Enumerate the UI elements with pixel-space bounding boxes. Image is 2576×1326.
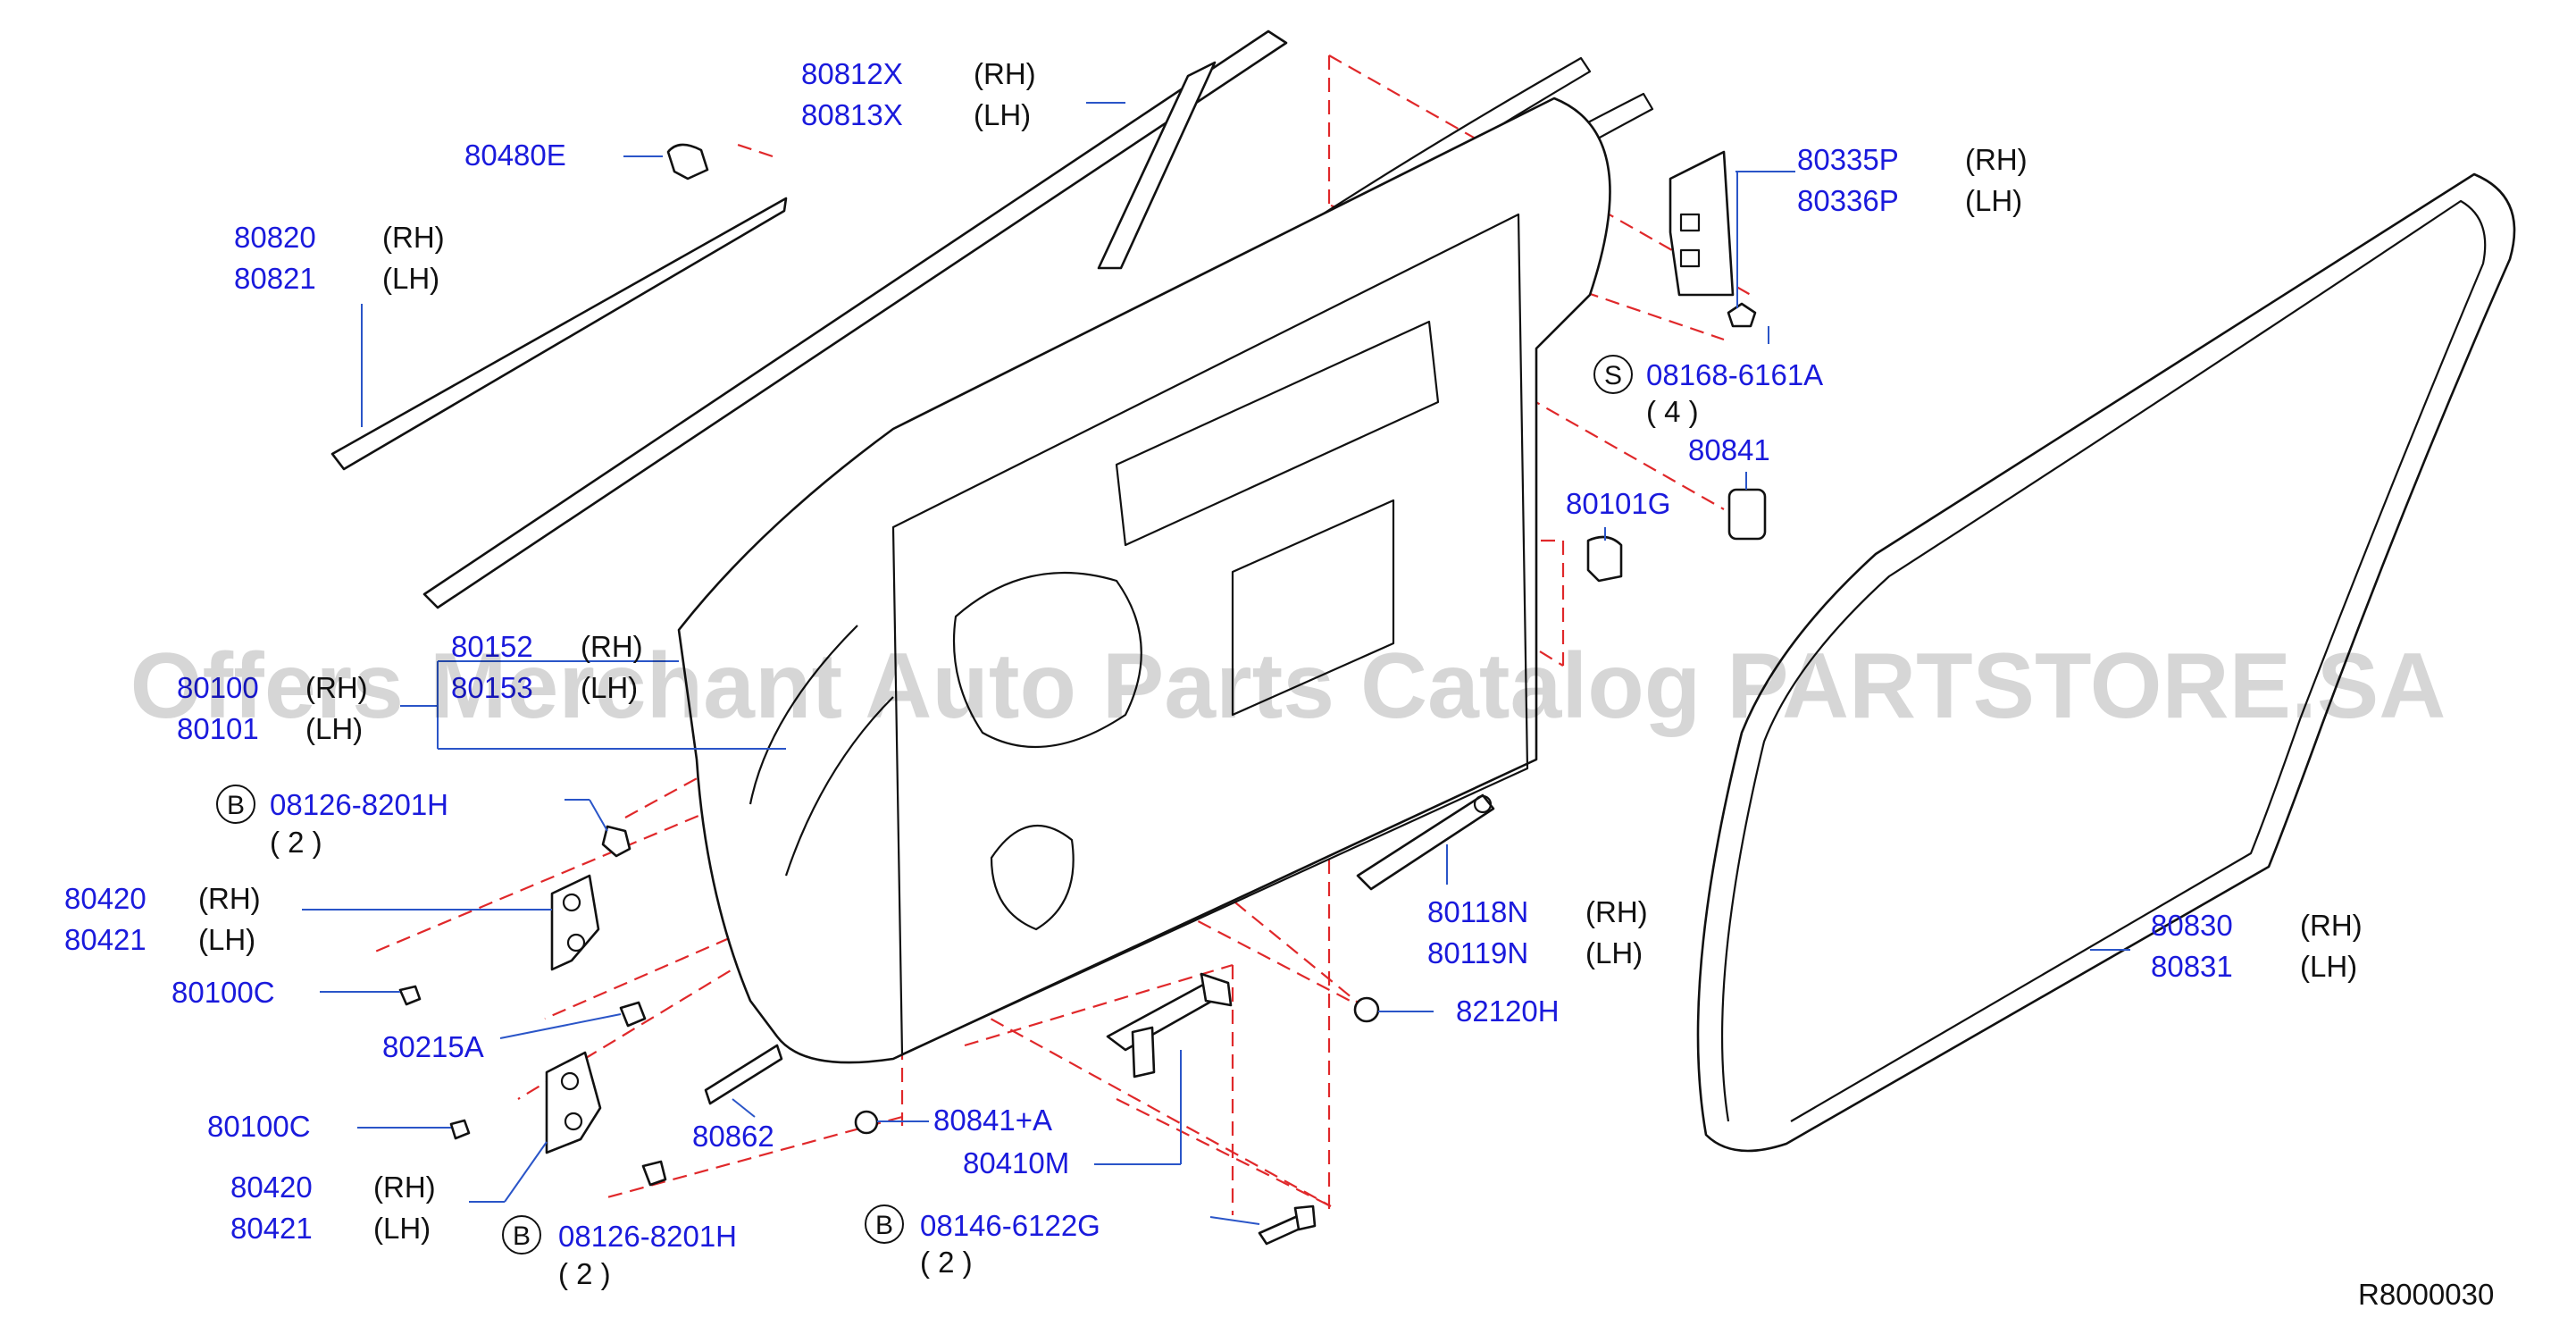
part-number-80820[interactable]: 80820: [234, 221, 316, 254]
part-number-80100C-lower[interactable]: 80100C: [207, 1110, 311, 1143]
part-number-08126-8201H-lower[interactable]: 08126-8201H: [558, 1220, 737, 1253]
door-weatherstrip: [1696, 172, 2516, 1153]
side-80420-lower: (RH): [373, 1171, 436, 1204]
part-number-80335P[interactable]: 80335P: [1797, 143, 1899, 176]
part-number-80831[interactable]: 80831: [2151, 950, 2233, 983]
badge-circle-b-2: [502, 1215, 541, 1255]
part-number-80421-lower[interactable]: 80421: [230, 1212, 313, 1245]
side-80813X: (LH): [974, 98, 1031, 131]
part-number-80421-upper[interactable]: 80421: [64, 923, 146, 956]
part-number-08126-8201H-upper[interactable]: 08126-8201H: [270, 788, 448, 821]
part-number-80101G[interactable]: 80101G: [1566, 487, 1670, 520]
side-80335P: (RH): [1965, 143, 2028, 176]
side-80421-upper: (LH): [198, 923, 255, 956]
part-number-08146-6122G[interactable]: 08146-6122G: [920, 1209, 1100, 1242]
part-number-82120H[interactable]: 82120H: [1456, 994, 1560, 1028]
hinge-upper: [550, 874, 600, 971]
door-outer-moulding: [330, 197, 788, 471]
part-number-80480E[interactable]: 80480E: [464, 138, 566, 172]
door-sill-strip: [704, 1044, 783, 1105]
rear-garnish-bracket: [1669, 150, 1735, 297]
part-number-80830[interactable]: 80830: [2151, 909, 2233, 942]
side-80821: (LH): [382, 262, 439, 295]
door-lower-reinforcement: [1356, 793, 1495, 891]
door-check-link: [1106, 972, 1233, 1078]
badge-letter-b-3: B: [875, 1211, 893, 1240]
side-80812X: (RH): [974, 57, 1036, 90]
badge-letter-s: S: [1604, 361, 1622, 390]
part-number-80841[interactable]: 80841: [1688, 433, 1770, 466]
side-80831: (LH): [2300, 950, 2357, 983]
leader-lines: [302, 102, 2130, 1225]
part-number-80812X[interactable]: 80812X: [801, 57, 903, 90]
callout-labels: 80812X (RH) 80813X (LH) 80480E 80820 (RH…: [64, 57, 2494, 1311]
part-number-08168-6161A[interactable]: 08168-6161A: [1646, 358, 1823, 391]
part-number-80420-upper[interactable]: 80420: [64, 882, 146, 915]
part-number-80118N[interactable]: 80118N: [1427, 895, 1528, 928]
badge-circle-b-3: [865, 1204, 904, 1244]
part-number-80119N[interactable]: 80119N: [1427, 936, 1528, 969]
front-door-panel: [677, 97, 1611, 1064]
badge-circle-b-1: [216, 785, 255, 824]
part-number-80336P[interactable]: 80336P: [1797, 184, 1899, 217]
qty-08126-8201H-upper: ( 2 ): [270, 826, 322, 859]
watermark: Offers Merchant Auto Parts Catalog PARTS…: [130, 634, 2446, 738]
side-80119N: (LH): [1585, 936, 1643, 969]
badge-letter-b-2: B: [513, 1221, 531, 1251]
door-check-bolt: [1258, 1204, 1317, 1246]
part-number-80152[interactable]: 80152: [451, 630, 533, 663]
small-plugs-and-clips: [666, 143, 1767, 1135]
side-80420-upper: (RH): [198, 882, 261, 915]
qty-08146-6122G: ( 2 ): [920, 1246, 973, 1279]
side-80153: (LH): [581, 671, 638, 704]
side-80336P: (LH): [1965, 184, 2022, 217]
part-number-80813X[interactable]: 80813X: [801, 98, 903, 131]
side-80820: (RH): [382, 221, 445, 254]
hinge-bolts-and-nuts: [398, 825, 667, 1187]
badge-circle-s: [1593, 355, 1633, 394]
side-80118N: (RH): [1585, 895, 1648, 928]
qty-08126-8201H-lower: ( 2 ): [558, 1257, 611, 1290]
part-number-80153[interactable]: 80153: [451, 671, 533, 704]
part-number-80821[interactable]: 80821: [234, 262, 316, 295]
side-80100: (RH): [305, 671, 368, 704]
part-number-80100C-upper[interactable]: 80100C: [171, 976, 275, 1009]
part-number-80410M[interactable]: 80410M: [963, 1146, 1069, 1179]
qty-08168-6161A: ( 4 ): [1646, 395, 1699, 428]
part-number-80101[interactable]: 80101: [177, 712, 259, 745]
side-80101: (LH): [305, 712, 363, 745]
part-number-80215A[interactable]: 80215A: [382, 1030, 484, 1063]
side-80152: (RH): [581, 630, 643, 663]
door-sash-moulding: [422, 29, 1288, 609]
part-number-80420-lower[interactable]: 80420: [230, 1171, 313, 1204]
badge-letter-b-1: B: [227, 791, 245, 820]
part-number-80100[interactable]: 80100: [177, 671, 259, 704]
side-80830: (RH): [2300, 909, 2363, 942]
part-number-80862[interactable]: 80862: [692, 1120, 774, 1153]
diagram-reference-code: R8000030: [2358, 1278, 2494, 1311]
part-number-80841-A[interactable]: 80841+A: [933, 1104, 1052, 1137]
hinge-lower: [545, 1051, 602, 1154]
side-80421-lower: (LH): [373, 1212, 431, 1245]
